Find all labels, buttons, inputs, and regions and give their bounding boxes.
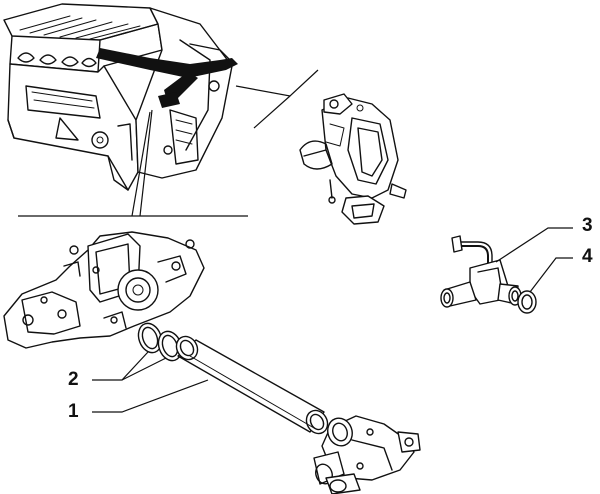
reference-line-to-housing — [235, 69, 319, 97]
pipe-union-illustration — [440, 235, 522, 308]
leader-line-2a — [92, 351, 149, 381]
coolant-pipe-illustration — [175, 335, 329, 435]
callout-label-2: 2 — [68, 369, 79, 390]
leader-line-4 — [529, 257, 573, 293]
reference-line-engine-2 — [139, 109, 153, 217]
reference-line-engine — [131, 111, 151, 217]
engine-block-illustration — [3, 3, 238, 191]
thermostat-housing-illustration — [299, 93, 407, 225]
o-ring-pair-illustration — [137, 322, 183, 362]
callout-label-4: 4 — [582, 246, 593, 267]
leader-line-3 — [495, 227, 573, 263]
water-pump-illustration — [3, 231, 205, 349]
leader-line-1 — [92, 379, 209, 413]
outlet-housing-illustration — [313, 415, 421, 494]
seal-ring-illustration — [517, 290, 537, 314]
leader-line-2b — [121, 357, 167, 381]
callout-label-1: 1 — [68, 401, 79, 422]
reference-line-to-housing-2 — [253, 95, 291, 129]
callout-label-3: 3 — [582, 215, 593, 236]
